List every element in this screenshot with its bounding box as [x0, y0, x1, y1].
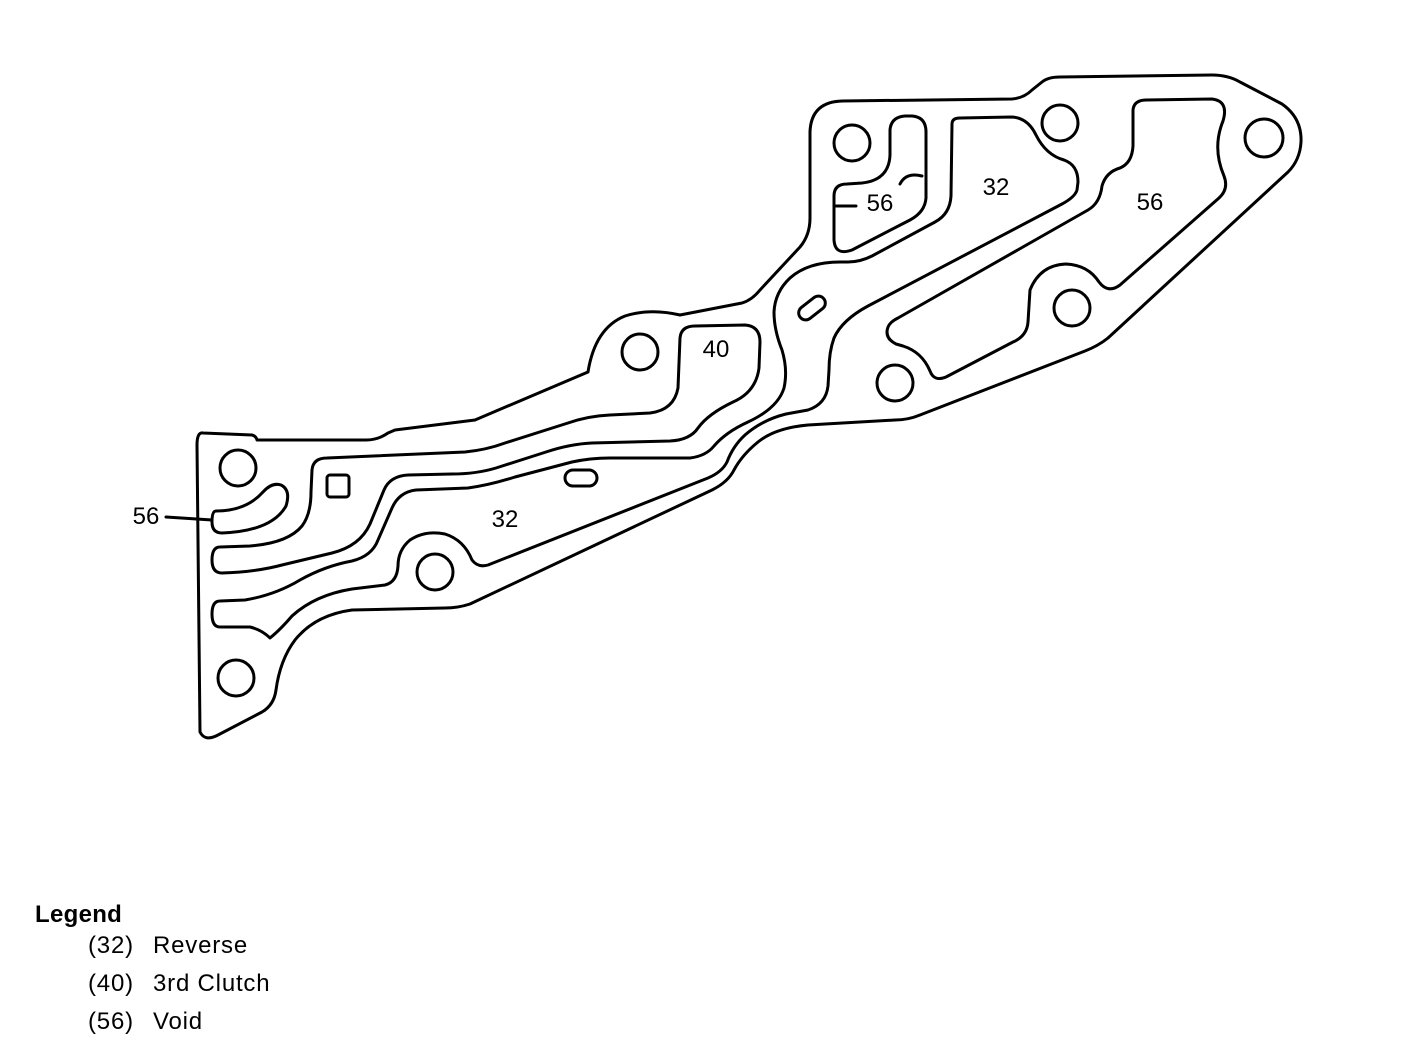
- legend-label: Void: [153, 1008, 203, 1035]
- legend-label: 3rd Clutch: [153, 970, 271, 997]
- bolt-hole: [875, 363, 915, 403]
- reverse-passage: [210, 115, 1080, 640]
- bolt-hole: [216, 658, 256, 698]
- label-reverse-bottom: 32: [492, 506, 519, 533]
- plate-outline: [195, 73, 1303, 740]
- legend-code: (32): [88, 932, 134, 959]
- void-passage-left: [210, 482, 290, 535]
- oval-slot: [563, 468, 599, 488]
- oval-slot-angled: [797, 294, 827, 322]
- legend-label: Reverse: [153, 932, 248, 959]
- bolt-hole: [620, 332, 660, 372]
- void-pocket-inner-arc: [898, 173, 924, 186]
- label-void-right: 56: [1137, 189, 1164, 216]
- legend-code: (56): [88, 1008, 134, 1035]
- bolt-hole: [218, 448, 258, 488]
- bolt-hole: [415, 552, 455, 592]
- bolt-hole: [1052, 288, 1092, 328]
- bolt-hole: [1040, 103, 1080, 143]
- bolt-hole: [832, 123, 872, 163]
- bolt-hole: [1243, 117, 1285, 159]
- void-pocket-top-left: [832, 114, 928, 254]
- legend-item: (32) Reverse: [0, 932, 400, 962]
- third-clutch-passage: [210, 323, 762, 575]
- legend-code: (40): [88, 970, 134, 997]
- label-void-callout: 56: [133, 503, 160, 530]
- legend-title: Legend: [35, 901, 123, 928]
- void-callout-leader: [164, 515, 214, 522]
- label-reverse-top: 32: [983, 174, 1010, 201]
- void-pocket-right: [885, 97, 1228, 380]
- legend-item: (56) Void: [0, 1008, 400, 1038]
- legend-item: (40) 3rd Clutch: [0, 970, 400, 1000]
- label-void-top-left: 56: [867, 190, 894, 217]
- label-third-clutch: 40: [703, 336, 730, 363]
- square-orifice: [325, 473, 351, 499]
